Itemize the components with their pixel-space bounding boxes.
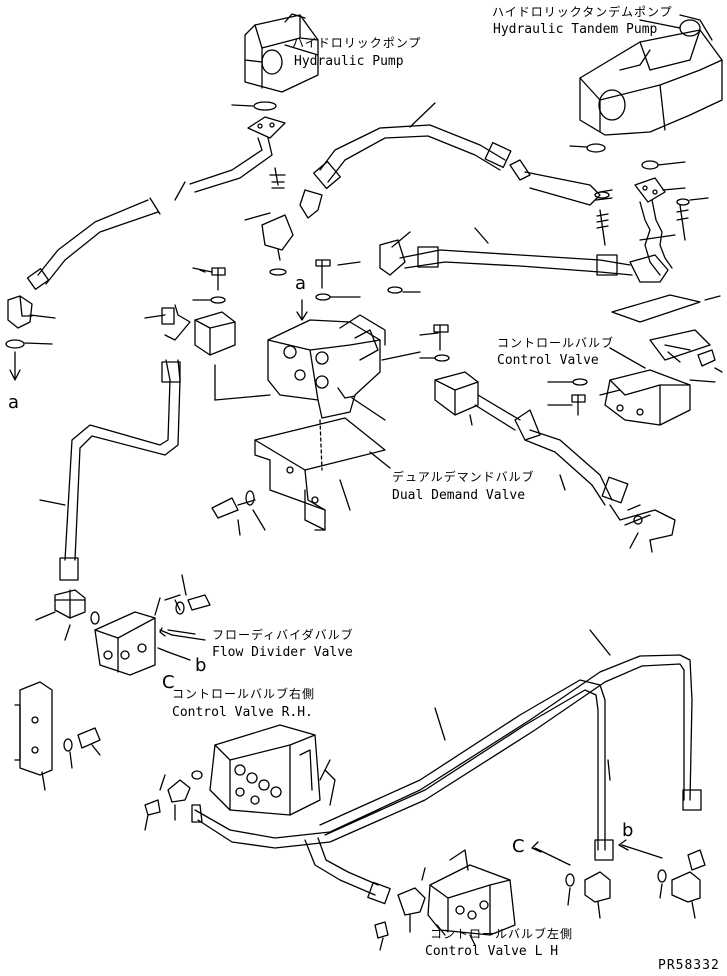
arrow-c-right: [531, 841, 571, 866]
control-valve-rh-label: Control Valve R.H.: [172, 705, 313, 720]
fittings-right-bottom: [565, 849, 706, 903]
tandem-pump: [579, 14, 723, 136]
flow-divider-label-jp: フローディバイダバルブ: [212, 628, 354, 642]
dual-demand-valve: [267, 314, 386, 419]
hose-middle-right: [379, 239, 669, 283]
hydraulic-pump-label-jp: ハイドロリックポンプ: [292, 36, 422, 50]
arrow-a-left: [9, 351, 21, 381]
bolt-set-center: [192, 259, 421, 304]
control-valve-rh-label-jp: コントロールバルブ右側: [172, 687, 316, 701]
control-valve-rh: [209, 724, 321, 816]
control-valve-lh-label-jp: コントロールバルブ左側: [430, 927, 574, 941]
tandem-pump-label-jp: ハイドロリックタンデムポンプ: [492, 5, 673, 19]
control-valve-label: Control Valve: [497, 353, 599, 368]
marker-c-right: C: [512, 836, 525, 857]
bracket-left: [14, 681, 53, 776]
control-valve-lh-label: Control Valve L H: [425, 944, 559, 959]
dual-demand-label-jp: デュアルデマンドバルブ: [392, 470, 535, 484]
hydraulic-pump: [244, 13, 319, 93]
flange: [247, 116, 286, 139]
marker-b-flow: b: [195, 655, 207, 676]
dual-demand-label: Dual Demand Valve: [392, 488, 526, 503]
o-ring: [253, 101, 277, 111]
drawing-code: PR58332: [658, 958, 720, 973]
elbow-fitting-left: [7, 295, 33, 329]
pump-hose-left: [26, 137, 273, 290]
control-valve-label-jp: コントロールバルブ: [497, 336, 615, 350]
bracket-dual-demand: [254, 417, 386, 531]
flow-divider-valve: [94, 611, 156, 676]
tandem-pump-label: Hydraulic Tandem Pump: [493, 22, 658, 37]
hydraulic-pump-label: Hydraulic Pump: [294, 54, 404, 69]
control-valve-lh: [427, 849, 516, 936]
marker-a-center: a: [295, 273, 307, 294]
connector-block-right: [433, 324, 629, 506]
arrow-b-right: [618, 839, 663, 859]
tandem-hose: [639, 199, 676, 276]
control-valve-upper: [604, 294, 716, 426]
connector-block-left: [161, 304, 236, 356]
hose-left-vertical: [59, 359, 181, 581]
marker-a-left: a: [8, 392, 20, 413]
hose-top-center: [313, 124, 601, 206]
flow-divider-label: Flow Divider Valve: [212, 645, 353, 660]
hose-bundle-bottom: [191, 654, 702, 861]
marker-c-flow: C: [162, 672, 175, 693]
marker-b-right: b: [622, 820, 634, 841]
hose-to-cv-lh: [304, 837, 391, 905]
